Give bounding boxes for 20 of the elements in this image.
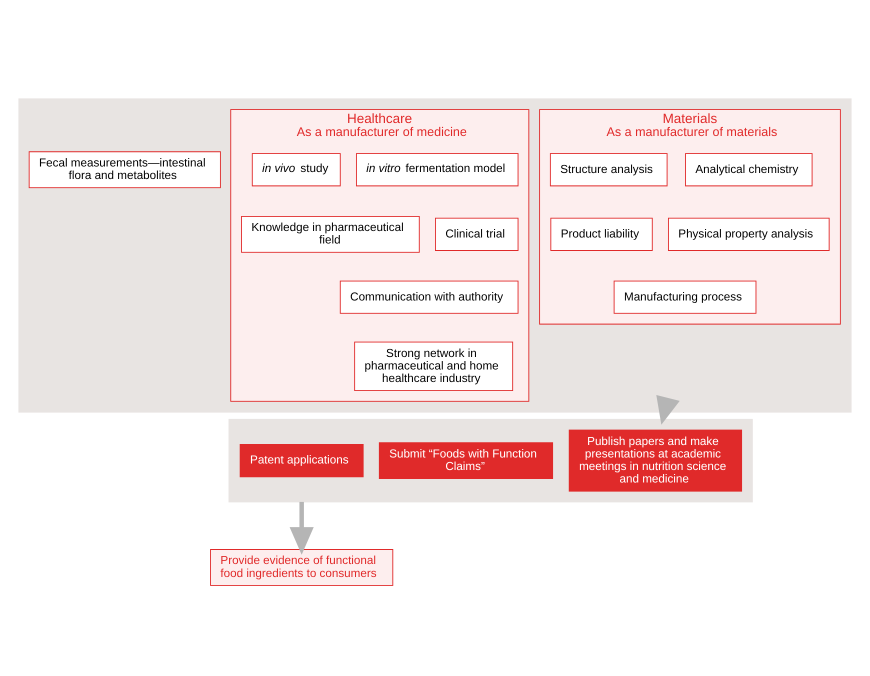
node-box: Knowledge in pharmaceutical field bbox=[241, 215, 420, 252]
node-box: Publish papers and make presentations at academic meetings in nutrition science and medicine bbox=[568, 429, 742, 492]
arrow bbox=[290, 501, 314, 554]
node-box: Analytical chemistry bbox=[685, 152, 813, 186]
cluster bbox=[18, 98, 852, 412]
node-box: Manufacturing process bbox=[614, 280, 756, 314]
node-box: Structure analysis bbox=[550, 152, 668, 186]
node-box: Communication with authority bbox=[340, 280, 518, 314]
node-box: Clinical trial bbox=[435, 217, 518, 250]
node-box: Product liability bbox=[550, 217, 653, 250]
node-box: in vivo study bbox=[252, 152, 341, 186]
arrow bbox=[656, 394, 680, 424]
node-box: Fecal measurements—intestinal flora and metabolites bbox=[28, 150, 221, 188]
node-box: in vitro fermentation model bbox=[356, 152, 518, 186]
node-box: Strong network in pharmaceutical and home healthcare industry bbox=[354, 341, 514, 391]
node-box: Submit “Foods with Function Claims” bbox=[378, 442, 554, 479]
node-box: Provide evidence of functional food ingredients to consumers bbox=[210, 548, 394, 586]
node-box: Patent applications bbox=[240, 444, 364, 477]
node-box: Physical property analysis bbox=[668, 217, 830, 250]
cluster bbox=[228, 418, 753, 502]
